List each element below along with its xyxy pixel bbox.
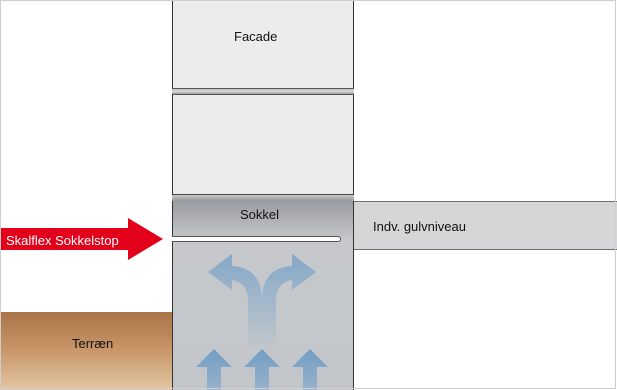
terrain-block [0,312,172,390]
facade-joint-upper [172,88,354,95]
right-arrow-icon [0,218,163,260]
sokkelstop-label: Skalflex Sokkelstop [6,233,119,248]
sokkelstop-strip [172,236,341,242]
terrain-label: Terræn [72,336,114,351]
sokkel-top-edge [172,194,354,202]
indoor-floor-level [354,201,617,250]
up-arrow-icon [292,349,328,390]
facade-label: Facade [234,29,278,44]
facade-upper-panel [172,0,354,88]
split-up-arrow-icon [208,254,316,345]
up-arrow-icon [196,349,232,390]
up-arrow-icon [244,349,280,390]
facade-lower-panel [172,95,354,194]
floor-label: Indv. gulvniveau [373,219,466,234]
sokkel-label: Sokkel [240,207,280,222]
